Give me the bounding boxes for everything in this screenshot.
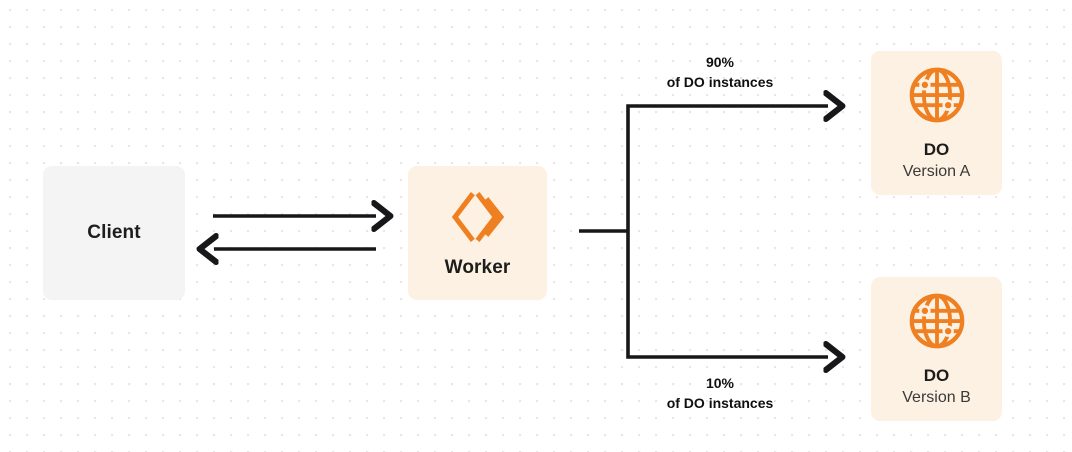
edge-label-90-line2: of DO instances [666, 74, 774, 91]
node-do-a-title: DO [923, 139, 950, 159]
node-do-b-title: DO [923, 365, 950, 385]
edge-label-90-percent: 90% of DO instances [610, 52, 830, 93]
node-worker[interactable]: Worker [408, 166, 547, 300]
cloudflare-workers-icon [448, 187, 508, 247]
edge-worker-to-do-a [626, 106, 828, 231]
edge-label-90-line1: 90% [705, 54, 735, 70]
globe-icon [906, 290, 968, 352]
node-do-version-b[interactable]: DO Version B [871, 277, 1002, 421]
node-do-b-subtitle: Version B [902, 389, 971, 407]
edge-label-10-line2: of DO instances [666, 395, 774, 412]
node-worker-title: Worker [444, 257, 511, 279]
edge-label-10-line1: 10% [705, 375, 735, 391]
edge-worker-to-do-b [626, 231, 828, 357]
node-do-version-a[interactable]: DO Version A [871, 51, 1002, 195]
edge-label-10-percent: 10% of DO instances [610, 373, 830, 414]
node-do-a-subtitle: Version A [902, 163, 971, 181]
node-client[interactable]: Client [43, 166, 185, 300]
globe-icon [906, 64, 968, 126]
node-client-title: Client [87, 222, 141, 244]
